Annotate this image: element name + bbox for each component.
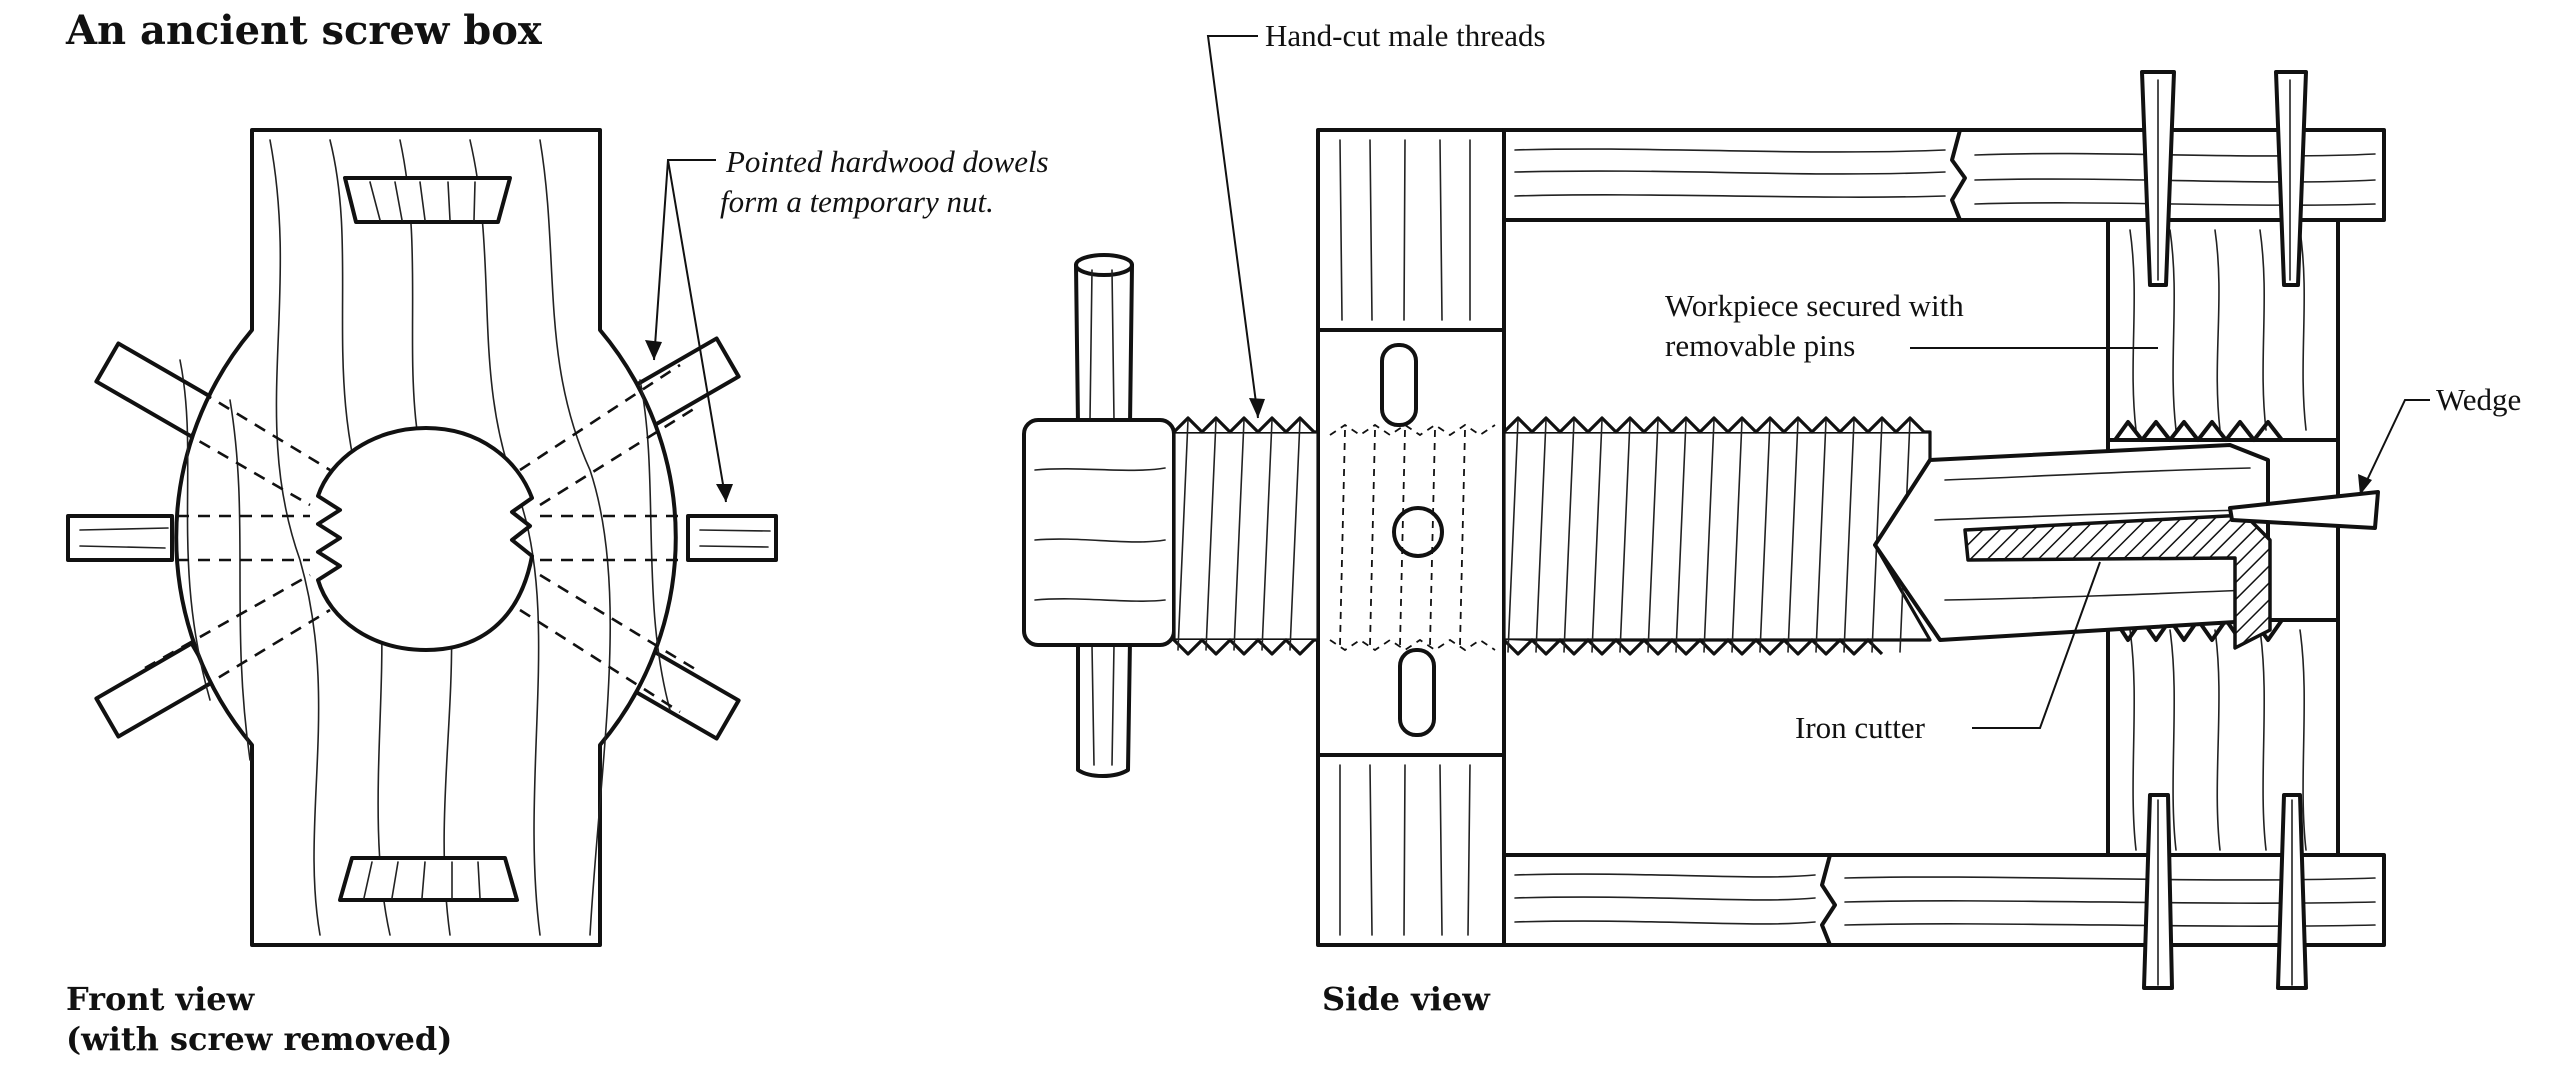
dowel-left-bottom <box>94 641 216 739</box>
cutter-leader <box>1972 561 2101 729</box>
dowel-right <box>686 514 778 562</box>
workpiece-label-line1: Workpiece secured with <box>1665 288 1964 323</box>
threads-label: Hand-cut male threads <box>1265 18 1546 53</box>
threads-leader <box>1206 35 1259 419</box>
front-center-hole <box>316 426 534 652</box>
dowels-callout-line1: Pointed hardwood dowels <box>725 144 1049 179</box>
right-pins <box>2140 70 2308 990</box>
workpiece-label-line2: removable pins <box>1665 328 1855 363</box>
wedge-leader <box>2359 399 2430 496</box>
diagram-title: An ancient screw box <box>65 7 543 54</box>
front-view-caption-line1: Front view <box>66 980 256 1018</box>
front-view: Pointed hardwood dowels form a temporary… <box>66 128 1049 1058</box>
dowel-left <box>66 514 174 562</box>
wedge-label: Wedge <box>2436 382 2521 417</box>
dowels-leader <box>653 159 727 503</box>
top-rail <box>1502 128 2386 222</box>
pin-top <box>1380 343 1418 427</box>
screw-threads-left <box>1172 416 1320 656</box>
pin-middle <box>1392 506 1444 558</box>
side-view-caption: Side view <box>1322 980 1491 1018</box>
front-view-caption-line2: (with screw removed) <box>66 1020 452 1058</box>
nut-block <box>1316 128 1506 947</box>
dowels-callout-line2: form a temporary nut. <box>720 184 994 219</box>
wedge <box>2228 490 2380 530</box>
screw-head <box>1022 418 1176 647</box>
side-view: Hand-cut male threads Workpiece secured … <box>1022 18 2521 1018</box>
cutter-label: Iron cutter <box>1795 710 1926 745</box>
screw-threads-right <box>1502 416 1932 656</box>
pin-bottom <box>1398 648 1436 737</box>
screw-handle <box>1022 253 1176 778</box>
front-key-bottom <box>338 856 519 902</box>
bottom-rail <box>1502 853 2386 947</box>
front-key-top <box>343 176 512 224</box>
